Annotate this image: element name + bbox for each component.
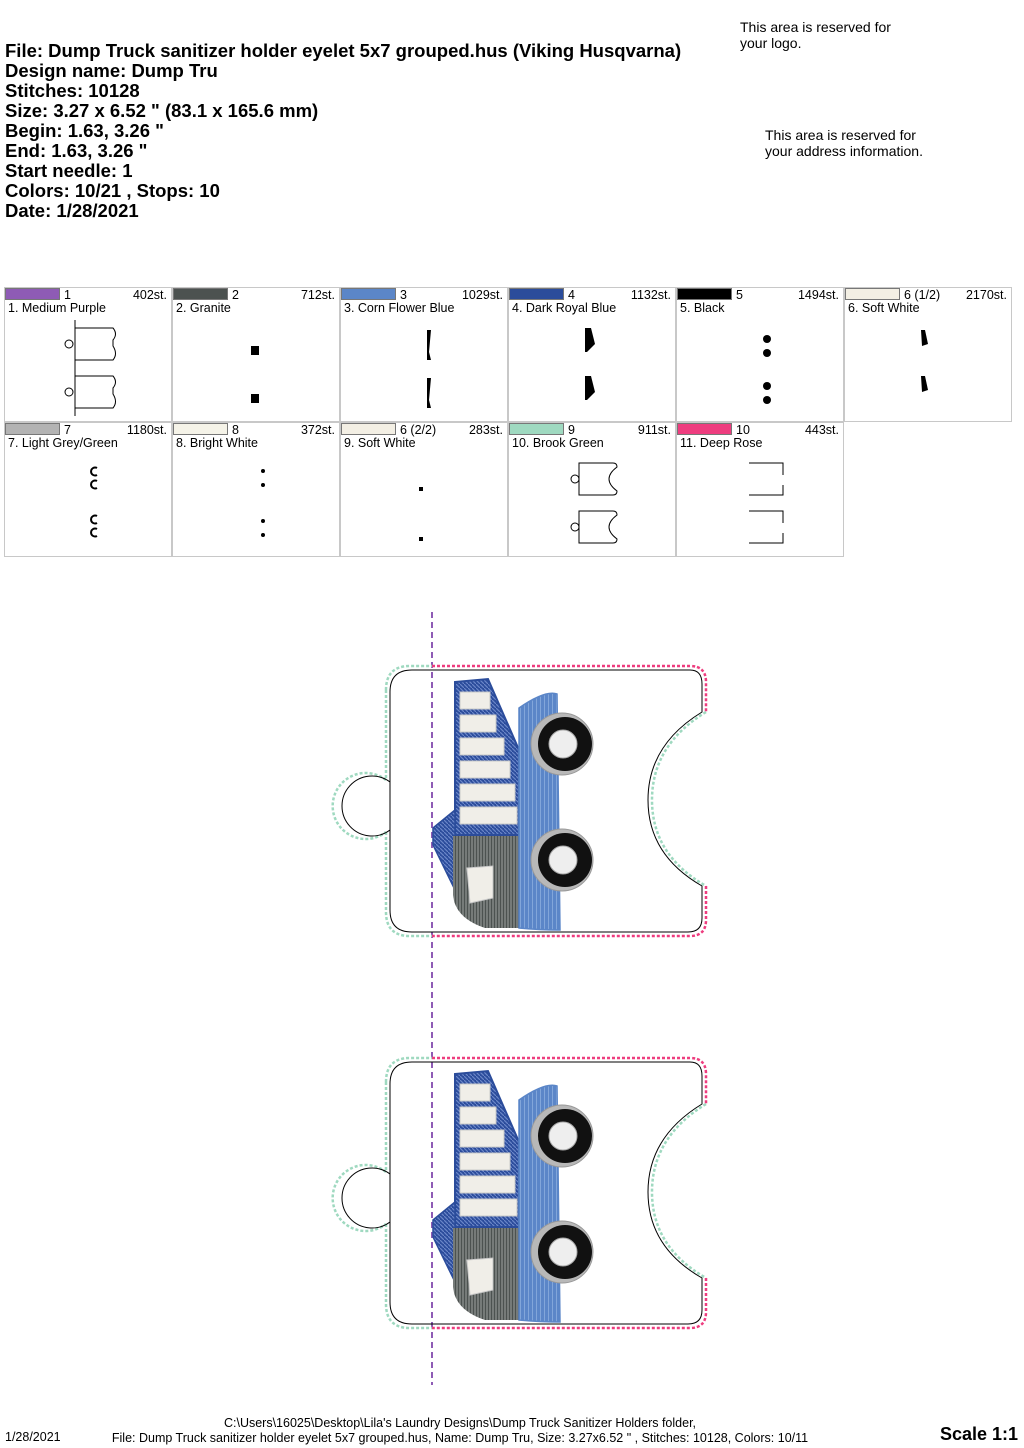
color-number: 9 [568,423,575,437]
color-thumbnail [64,320,116,416]
color-number: 7 [64,423,71,437]
scale-label: Scale 1:1 [939,1424,1018,1444]
stitch-count: 1180st. [126,423,167,437]
thread-name: 1. Medium Purple [8,301,106,315]
begin-line: Begin: 1.63, 3.26 " [5,120,164,141]
color-step: 8 372st. 8. Bright White [172,422,340,557]
stitch-count: 283st. [468,423,503,437]
color-thumbnail [749,462,784,544]
logo-reserved-note: This area is reserved for your logo. [740,19,891,51]
color-number: 2 [232,288,239,302]
color-number: 3 [400,288,407,302]
color-swatch [677,423,732,435]
color-step: 3 1029st. 3. Corn Flower Blue [340,287,508,422]
thread-name: 3. Corn Flower Blue [344,301,455,315]
color-step: 2 712st. 2. Granite [172,287,340,422]
color-thumbnail [921,330,928,392]
footer-date: 1/28/2021 [5,1430,61,1444]
design-name-line: Design name: Dump Tru [5,60,218,81]
color-thumbnail [585,328,595,400]
color-step: 4 1132st. 4. Dark Royal Blue [508,287,676,422]
thread-name: 2. Granite [176,301,231,315]
color-swatch [5,423,60,435]
color-swatch [677,288,732,300]
stitch-count: 372st. [300,423,335,437]
color-number: 5 [736,288,743,302]
color-number: 10 [736,423,750,437]
color-swatch [5,288,60,300]
color-step: 1 402st. 1. Medium Purple [4,287,172,422]
file-line: File: Dump Truck sanitizer holder eyelet… [5,40,682,61]
color-swatch [341,288,396,300]
thread-name: 9. Soft White [344,436,416,450]
footer-file-summary: File: Dump Truck sanitizer holder eyelet… [111,1431,809,1445]
color-swatch [173,288,228,300]
stitch-count: 2170st. [965,288,1007,302]
footer-path: C:\Users\16025\Desktop\Lila's Laundry De… [223,1416,697,1430]
thread-name: 6. Soft White [848,301,920,315]
size-line: Size: 3.27 x 6.52 " (83.1 x 165.6 mm) [5,100,319,121]
color-thumbnail [261,469,265,537]
color-swatch [509,423,564,435]
color-number: 6 (2/2) [400,423,437,437]
thread-name: 8. Bright White [176,436,258,450]
color-step: 9 911st. 10. Brook Green [508,422,676,557]
color-swatch [509,288,564,300]
start-needle-line: Start needle: 1 [5,160,133,181]
color-step: 10 443st. 11. Deep Rose [676,422,844,557]
thread-name: 5. Black [680,301,725,315]
stitch-count: 1029st. [461,288,503,302]
thread-name: 10. Brook Green [512,436,604,450]
thread-name: 4. Dark Royal Blue [512,301,617,315]
stitch-count: 1132st. [630,288,671,302]
colors-line: Colors: 10/21 , Stops: 10 [5,180,220,201]
color-sequence-grid: 1 402st. 1. Medium Purple 2 712st. 2. Granite… [4,287,1014,559]
color-swatch [845,288,900,300]
color-step: 7 1180st. 7. Light Grey/Green [4,422,172,557]
color-thumbnail [251,346,259,403]
color-number: 6 (1/2) [904,288,941,302]
color-thumbnail [419,487,423,541]
color-swatch [341,423,396,435]
color-thumbnail [570,462,618,544]
color-thumbnail [763,335,771,404]
color-step: 6 (1/2) 2170st. 6. Soft White [844,287,1012,422]
stitch-count: 402st. [132,288,167,302]
stitch-count: 712st. [300,288,335,302]
thread-name: 7. Light Grey/Green [8,436,118,450]
color-swatch [173,423,228,435]
design-info: File: Dump Truck sanitizer holder eyelet… [5,41,745,221]
design-preview [300,612,730,1385]
color-step: 6 (2/2) 283st. 9. Soft White [340,422,508,557]
holder-top [333,666,706,936]
color-thumbnail [427,330,431,408]
footer-summary: C:\Users\16025\Desktop\Lila's Laundry De… [100,1416,820,1446]
color-step: 5 1494st. 5. Black [676,287,844,422]
stitch-count: 1494st. [797,288,839,302]
end-line: End: 1.63, 3.26 " [5,140,148,161]
color-number: 1 [64,288,71,302]
holder-bottom [333,1058,706,1328]
date-line: Date: 1/28/2021 [5,200,139,221]
stitches-line: Stitches: 10128 [5,80,140,101]
stitch-count: 911st. [637,423,671,437]
color-number: 4 [568,288,575,302]
address-reserved-note: This area is reserved for your address i… [765,127,923,159]
thread-name: 11. Deep Rose [680,436,763,450]
color-thumbnail [90,466,98,538]
color-number: 8 [232,423,239,437]
stitch-count: 443st. [804,423,839,437]
